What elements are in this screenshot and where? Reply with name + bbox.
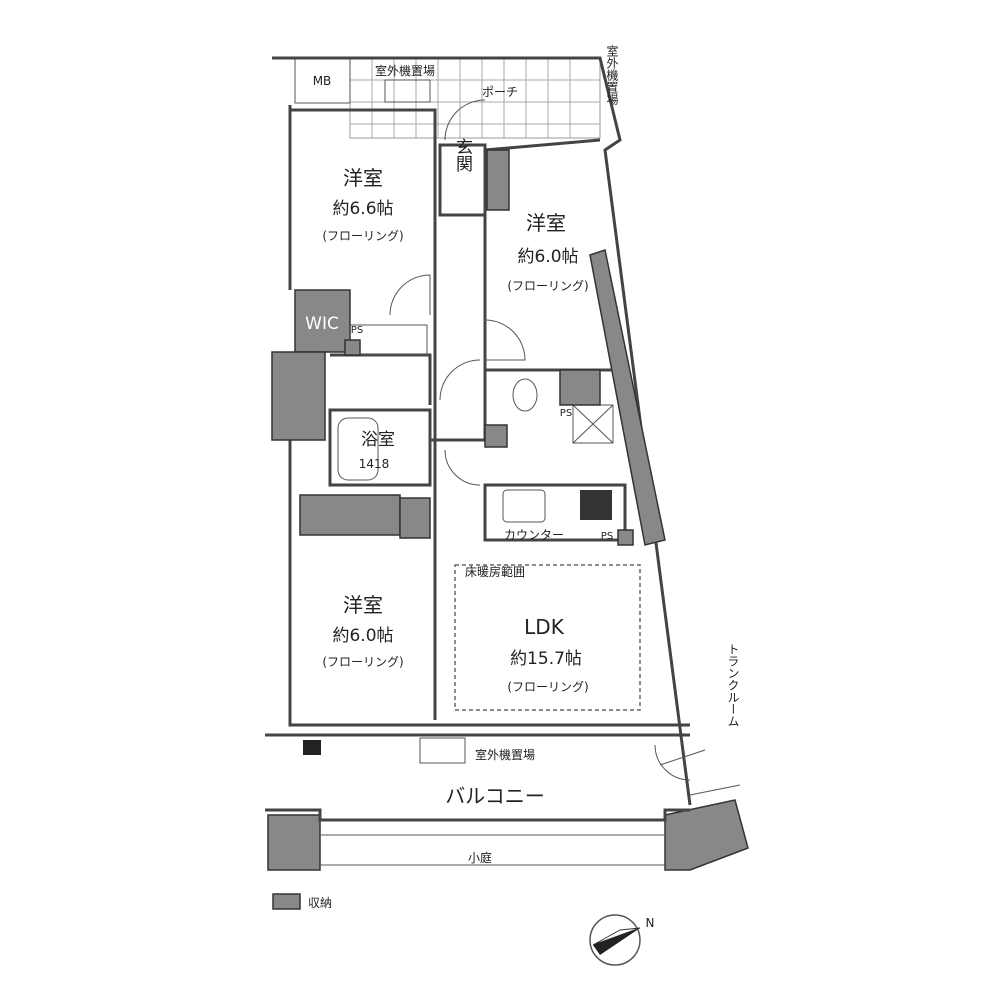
floor-heating-area <box>454 564 641 711</box>
drain-icon <box>303 740 321 755</box>
outdoor-unit-balcony-label: 室外機置場 <box>475 747 535 762</box>
counter-label: カウンター <box>504 528 564 542</box>
stove-icon <box>580 490 612 520</box>
exterior-wall <box>272 56 692 806</box>
floor-heating-label: 床暖房範囲 <box>465 564 525 579</box>
mb-label: MB <box>313 74 332 88</box>
outdoor-unit-box <box>419 737 466 764</box>
sink-icon <box>502 489 546 523</box>
toilet-icon <box>512 378 538 412</box>
outdoor-unit-right-label: 室外機置場 <box>605 44 619 106</box>
ldk-size: 約15.7帖 <box>510 649 582 669</box>
room3-name: 洋室 <box>343 593 383 617</box>
room2-floor: (フローリング) <box>507 279 588 293</box>
room3-size: 約6.0帖 <box>332 626 393 646</box>
bath-label: 浴室 <box>361 430 395 450</box>
small-garden <box>320 834 665 866</box>
bathroom-wall <box>328 408 432 487</box>
ps-label-2: PS <box>560 408 572 419</box>
outdoor-unit-top-label: 室外機置場 <box>375 63 435 78</box>
entrance-label: 玄関 <box>452 138 472 172</box>
room1-floor: (フローリング) <box>322 229 403 243</box>
balcony-label: バルコニー <box>445 784 545 808</box>
room2-size: 約6.0帖 <box>517 247 578 267</box>
outdoor-unit-top-box <box>384 79 431 103</box>
wic-label: WIC <box>305 314 339 334</box>
legend-storage-label: 収納 <box>308 896 332 910</box>
ps-label-1: PS <box>351 325 363 336</box>
room2-name: 洋室 <box>526 211 566 235</box>
room3-floor: (フローリング) <box>322 655 403 669</box>
ldk-name: LDK <box>524 615 565 639</box>
door-swings <box>389 99 691 781</box>
compass-north-label: N <box>646 916 655 930</box>
porch-label: ポーチ <box>482 85 518 99</box>
storage-areas <box>267 149 749 871</box>
small-garden-label: 小庭 <box>468 850 492 865</box>
ps-label-3: PS <box>601 531 613 542</box>
trunk-room-label: トランクルーム <box>726 643 740 727</box>
room1-size: 約6.6帖 <box>332 199 393 219</box>
ldk-floor: (フローリング) <box>507 680 588 694</box>
bathtub-icon <box>337 417 379 481</box>
legend-storage-swatch <box>272 893 301 910</box>
bath-size: 1418 <box>359 457 390 471</box>
compass-icon: N <box>589 914 655 966</box>
balcony-wall <box>265 733 690 822</box>
room1-name: 洋室 <box>343 166 383 190</box>
